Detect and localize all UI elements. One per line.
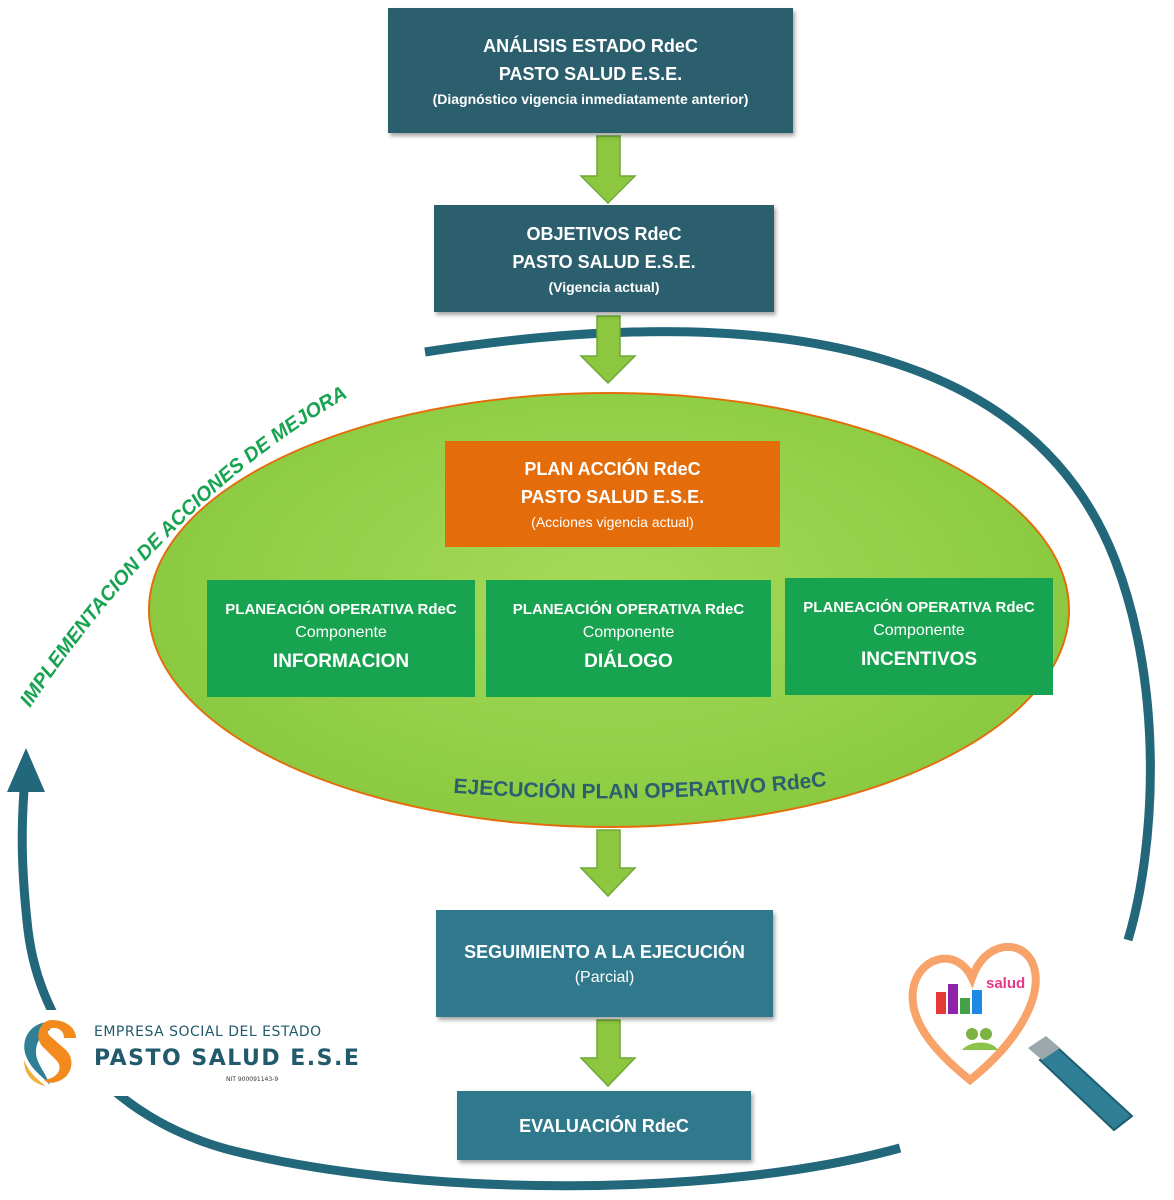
flow-arrow-4 <box>579 1019 637 1088</box>
componente-name: INCENTIVOS <box>860 648 978 670</box>
seguimiento-line1: SEGUIMIENTO A LA EJECUCIÓN <box>464 941 745 962</box>
objetivos-line1: OBJETIVOS RdeC <box>526 223 682 244</box>
plan-accion-line2: PASTO SALUD E.S.E. <box>520 487 705 507</box>
cycle-arrow-head <box>7 748 45 792</box>
componente-title: PLANEACIÓN OPERATIVA RdeC <box>225 600 457 618</box>
pasto-salud-logo: EMPRESA SOCIAL DEL ESTADO PASTO SALUD E.… <box>14 1010 359 1096</box>
componente-incentivos-box: PLANEACIÓN OPERATIVA RdeC Componente INC… <box>785 578 1053 695</box>
analisis-line3: (Diagnóstico vigencia inmediatamente ant… <box>432 90 749 107</box>
objetivos-line2: PASTO SALUD E.S.E. <box>512 251 696 272</box>
analisis-line2: PASTO SALUD E.S.E. <box>498 63 683 84</box>
componente-informacion-box: PLANEACIÓN OPERATIVA RdeC Componente INF… <box>207 580 475 697</box>
plan-accion-line3: (Acciones vigencia actual) <box>531 514 694 530</box>
seguimiento-line2: (Parcial) <box>574 968 635 986</box>
objetivos-line3: (Vigencia actual) <box>548 278 660 295</box>
analisis-box: ANÁLISIS ESTADO RdeC PASTO SALUD E.S.E. … <box>388 8 793 133</box>
seguimiento-box: SEGUIMIENTO A LA EJECUCIÓN (Parcial) <box>436 910 773 1017</box>
plan-accion-box: PLAN ACCIÓN RdeC PASTO SALUD E.S.E. (Acc… <box>445 441 780 547</box>
componente-dialogo-box: PLANEACIÓN OPERATIVA RdeC Componente DIÁ… <box>486 580 771 697</box>
flow-arrow-3 <box>579 829 637 898</box>
analisis-line1: ANÁLISIS ESTADO RdeC <box>483 35 698 56</box>
magnifier-heart-icon: salud <box>908 943 1134 1132</box>
componente-name: INFORMACION <box>272 650 410 672</box>
evaluacion-box: EVALUACIÓN RdeC <box>457 1091 751 1160</box>
componente-sub: Componente <box>873 621 965 639</box>
componente-title: PLANEACIÓN OPERATIVA RdeC <box>803 598 1035 616</box>
logo-line2: PASTO SALUD E.S.E <box>94 1046 361 1071</box>
componente-name: DIÁLOGO <box>584 650 673 672</box>
flow-arrow-2 <box>579 315 637 385</box>
componente-title: PLANEACIÓN OPERATIVA RdeC <box>512 600 745 618</box>
componente-sub: Componente <box>582 623 675 641</box>
componente-sub: Componente <box>295 623 387 641</box>
logo-line3: NIT 900091143-9 <box>226 1076 279 1083</box>
plan-accion-line1: PLAN ACCIÓN RdeC <box>524 459 701 479</box>
evaluacion-line1: EVALUACIÓN RdeC <box>519 1115 689 1136</box>
magnifier-word: salud <box>986 975 1025 992</box>
objetivos-box: OBJETIVOS RdeC PASTO SALUD E.S.E. (Vigen… <box>434 205 774 312</box>
logo-line1: EMPRESA SOCIAL DEL ESTADO <box>94 1024 322 1040</box>
logo-emblem-icon <box>24 1020 76 1086</box>
flow-arrow-1 <box>579 135 637 205</box>
